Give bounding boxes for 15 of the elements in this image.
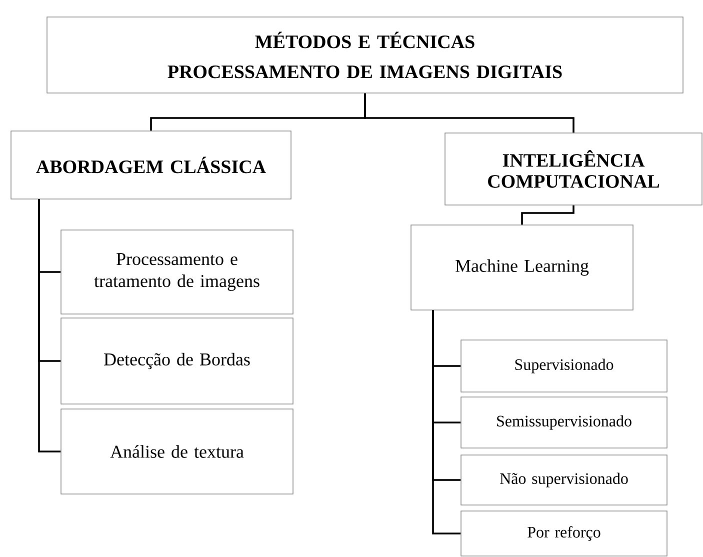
method-box: Análise de textura	[60, 408, 294, 494]
category-box: ABORDAGEM CLÁSSICA	[10, 130, 292, 200]
type-box: Não supervisionado	[460, 454, 668, 506]
connector-line	[364, 93, 574, 133]
connector-line	[521, 205, 574, 225]
category-box: INTELIGÊNCIA COMPUTACIONAL	[444, 132, 702, 206]
type-box: Semissupervisionado	[460, 396, 668, 448]
connector-line	[38, 199, 61, 452]
heading-box: MÉTODOS E TÉCNICAS PROCESSAMENTO DE IMAGENS DIGITAIS	[46, 16, 684, 94]
method-box: Detecção de Bordas	[60, 318, 294, 404]
connector-line	[432, 310, 461, 534]
type-box: Supervisionado	[460, 340, 668, 392]
method-box: Processamento e tratamento de imagens	[60, 230, 294, 314]
method-box: Machine Learning	[410, 224, 634, 310]
type-box: Por reforço	[460, 510, 668, 556]
